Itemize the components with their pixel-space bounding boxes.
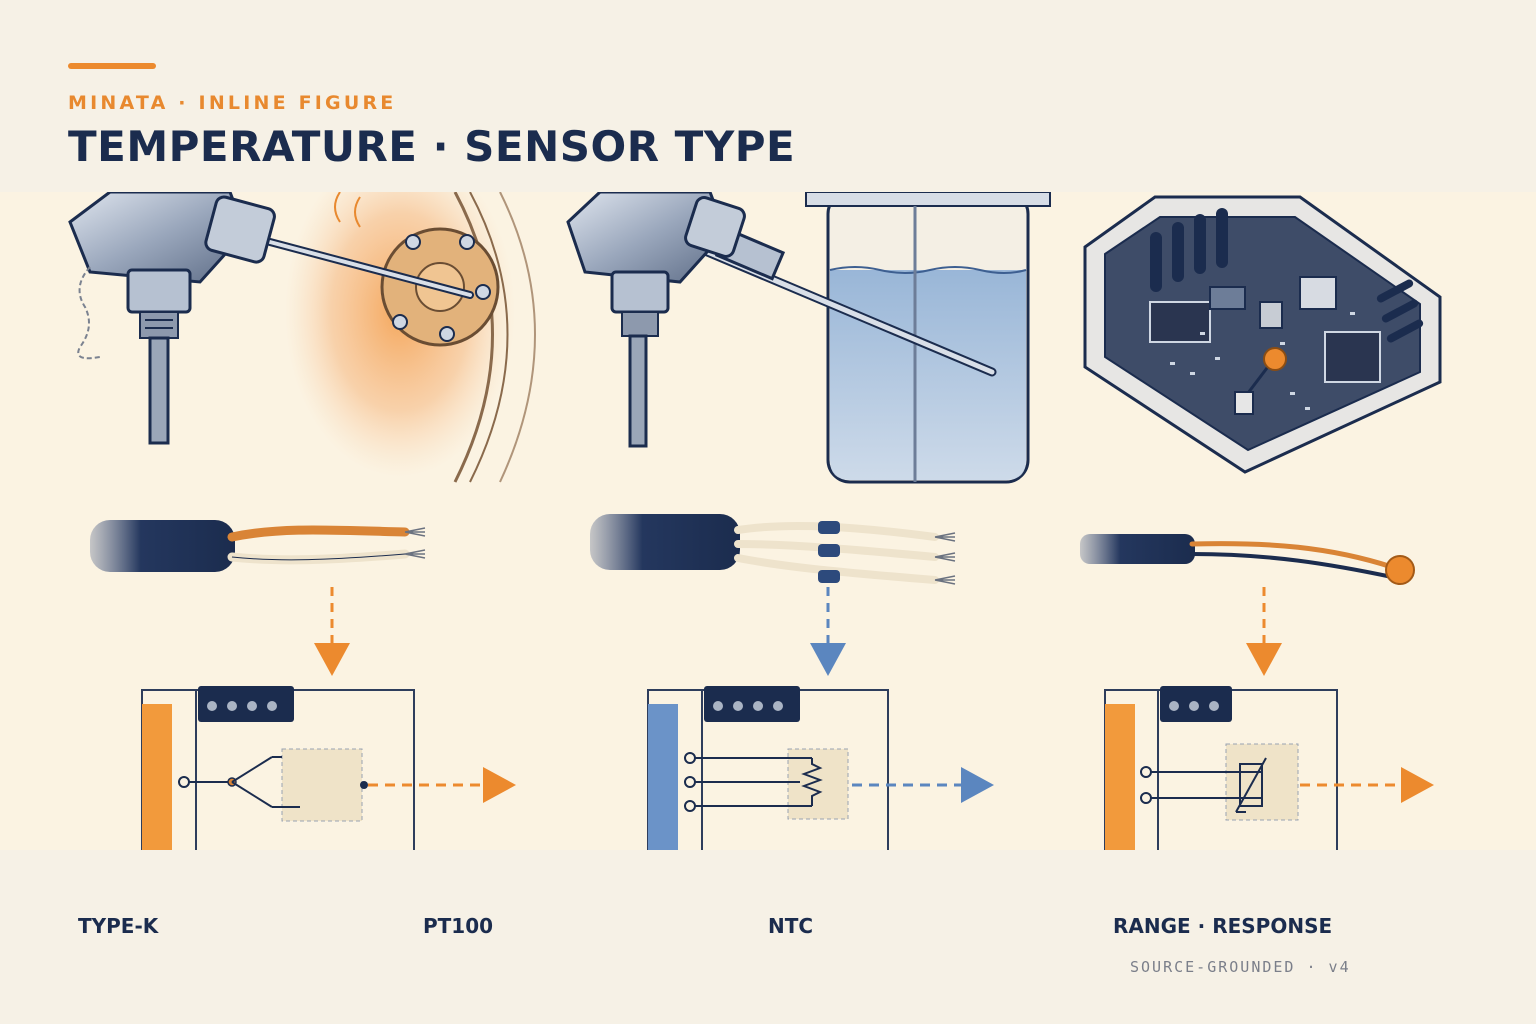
terminal-block-icon <box>704 686 800 722</box>
transmitter-ntc <box>1104 686 1434 850</box>
footer <box>0 850 1536 1024</box>
label-ntc: NTC <box>768 914 814 938</box>
rtd-probe-icon <box>566 192 1051 484</box>
label-range-response: RANGE · RESPONSE <box>1113 914 1333 938</box>
transmitter-pt100 <box>647 686 994 850</box>
figure-illustration <box>0 192 1536 850</box>
label-type-k: TYPE-K <box>78 914 159 938</box>
source-note: SOURCE-GROUNDED · v4 <box>1130 958 1351 976</box>
resistor-icon <box>800 757 823 807</box>
thermocouple-probe-icon <box>68 192 536 483</box>
figure-title: TEMPERATURE · SENSOR TYPE <box>68 122 796 171</box>
label-pt100: PT100 <box>423 914 494 938</box>
thermistor-icon <box>1235 757 1267 813</box>
accent-bar <box>68 63 156 69</box>
cable-icon <box>90 520 426 572</box>
transmitter-type-k <box>141 686 516 850</box>
terminal-block-icon <box>1160 686 1232 722</box>
header: MINATA · INLINE FIGURE TEMPERATURE · SEN… <box>0 0 1536 192</box>
cable-icon <box>1080 534 1415 585</box>
ntc-enclosure-icon <box>1083 195 1442 474</box>
terminal-block-icon <box>198 686 294 722</box>
figure-kicker: MINATA · INLINE FIGURE <box>68 92 397 114</box>
cable-icon <box>590 514 956 585</box>
